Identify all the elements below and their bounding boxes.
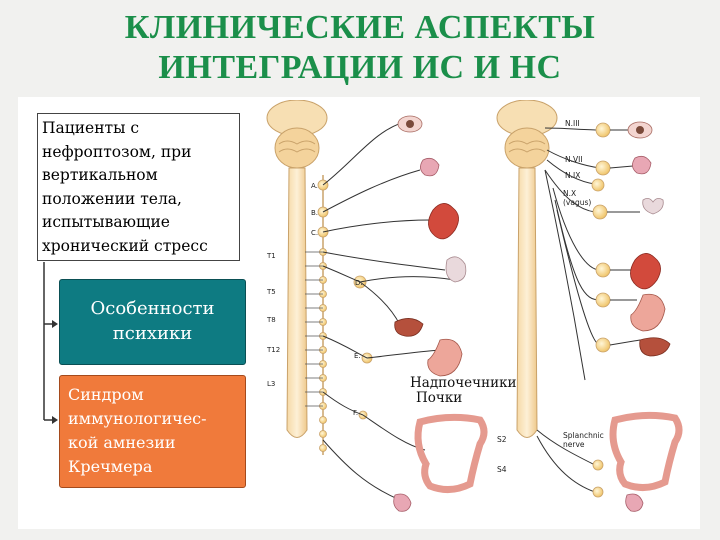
syndrome-line: Кречмера [68,457,153,476]
patients-line: нефроптозом, при [42,142,192,161]
gland-icon [632,155,652,175]
psyche-box: Особенности психики [59,279,246,365]
spinal-label: C. [311,229,318,237]
liver-icon [639,337,671,357]
gland-icon [420,157,440,177]
title-line-2: ИНТЕГРАЦИИ ИС И НС [158,49,562,86]
sympathetic-diagram: A. B. C. D. E. F. T1 T5 T8 T12 L3 [266,100,488,512]
patients-line: вертикальном [42,166,158,184]
stomach-icon [630,293,666,332]
bladder-icon [393,493,412,512]
splanchnic-label: nerve [563,440,585,449]
nerve-label: N.X [563,189,576,198]
nerve-label: N.III [565,119,580,128]
spinal-label: T5 [266,288,276,296]
spinal-label: D. [355,279,363,287]
spinal-label: F. [353,409,358,417]
spinal-label: L3 [267,380,275,388]
patients-line: Пациенты с [42,119,140,137]
kidneys-label: Почки [416,390,463,406]
lung-icon [445,256,467,283]
patients-box: Пациенты с нефроптозом, при вертикальном… [37,113,240,261]
spinal-label: T12 [266,346,280,354]
bladder-icon [625,493,644,512]
title-line-1: КЛИНИЧЕСКИЕ АСПЕКТЫ [124,9,596,46]
syndrome-line: Синдром [68,385,144,404]
nerve-label: N.IX [565,171,580,180]
autonomic-nervous-system-illustration: A. B. C. D. E. F. T1 T5 T8 T12 L3 [266,100,683,512]
patients-line: положении тела, [42,189,182,208]
stomach-icon [427,338,463,377]
spinal-label: S2 [497,435,507,444]
intestine-icon [609,411,683,491]
lung-icon [642,198,664,215]
heart-icon [428,203,459,240]
spinal-label: A. [311,182,318,190]
nerve-label: (vagus) [563,198,591,207]
psyche-line: Особенности [90,298,215,319]
syndrome-box: Синдром иммунологичес- кой амнезии Кречм… [59,375,246,488]
spinal-label: T8 [266,316,276,324]
spinal-label: E. [354,352,361,360]
syndrome-line: кой амнезии [68,433,176,452]
parasympathetic-diagram: N.III N.VII N.IX N.X (vagus) S2 S4 Splan… [496,100,683,512]
nerve-label: N.VII [565,155,583,164]
liver-icon [394,318,424,337]
patients-line: хронический стресс [42,236,208,255]
page-title: КЛИНИЧЕСКИЕ АСПЕКТЫ ИНТЕГРАЦИИ ИС И НС [0,8,720,88]
heart-icon [630,253,661,290]
psyche-line: психики [112,323,193,344]
intestine-icon [414,413,488,493]
patients-line: испытывающие [42,213,170,231]
spinal-label: S4 [497,465,507,474]
syndrome-line: иммунологичес- [68,409,207,428]
spinal-label: T1 [266,252,276,260]
splanchnic-label: Splanchnic [563,431,604,440]
adrenals-label: Надпочечники [410,375,517,391]
spinal-label: B. [311,209,318,217]
